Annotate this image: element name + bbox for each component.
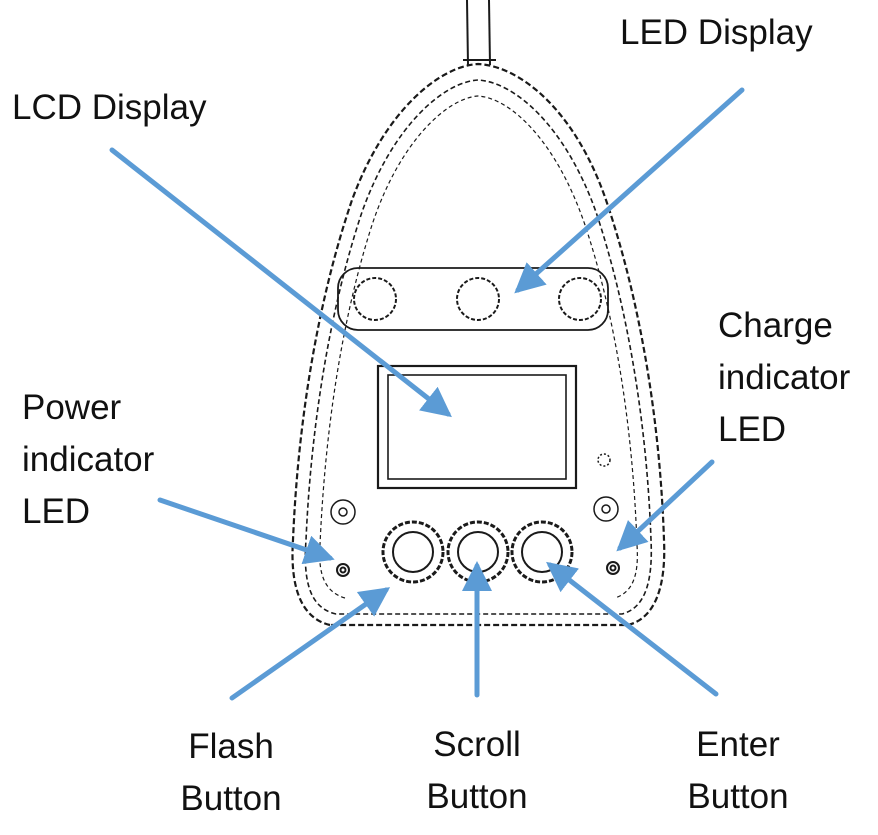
- label-power-indicator: Power indicator LED: [22, 382, 154, 538]
- label-led-display: LED Display: [620, 7, 813, 59]
- arrow-flash-button: [229, 587, 391, 701]
- label-led-display-text: LED Display: [620, 13, 813, 52]
- label-line: Flash: [188, 727, 274, 766]
- led-left: [353, 277, 397, 321]
- side-sensors: [330, 496, 619, 525]
- device-strap: [463, 0, 496, 66]
- label-line: LED: [718, 410, 787, 449]
- label-scroll-button: Scroll Button: [407, 719, 547, 823]
- flash-button[interactable]: [381, 520, 445, 584]
- label-line: indicator: [22, 440, 155, 479]
- label-flash-button: Flash Button: [161, 721, 301, 825]
- label-lcd-display: LCD Display: [12, 82, 207, 134]
- arrow-enter-button: [546, 561, 719, 697]
- label-line: Enter: [696, 725, 780, 764]
- led-right: [558, 277, 602, 321]
- label-line: Button: [687, 777, 789, 816]
- enter-button[interactable]: [510, 520, 574, 584]
- led-center: [456, 277, 500, 321]
- label-line: Charge: [718, 306, 833, 345]
- arrow-power-indicator: [157, 497, 335, 565]
- label-line: Power: [22, 388, 122, 427]
- label-line: Scroll: [433, 725, 521, 764]
- label-line: Button: [180, 779, 282, 818]
- charge-indicator-led: [606, 561, 620, 575]
- arrow-lcd-display: [109, 147, 452, 418]
- lcd-display-screen: [376, 364, 578, 490]
- power-indicator-led: [336, 563, 350, 577]
- label-charge-indicator: Charge indicator LED: [718, 300, 850, 456]
- label-lcd-display-text: LCD Display: [12, 88, 207, 127]
- label-line: indicator: [718, 358, 851, 397]
- label-line: LED: [22, 492, 91, 531]
- label-enter-button: Enter Button: [668, 719, 808, 823]
- arrow-led-display: [514, 87, 745, 294]
- arrow-charge-indicator: [616, 459, 715, 552]
- sensor-mark: [597, 453, 611, 467]
- device-body: [291, 62, 666, 627]
- led-display-panel: [337, 267, 609, 331]
- label-line: Button: [426, 777, 528, 816]
